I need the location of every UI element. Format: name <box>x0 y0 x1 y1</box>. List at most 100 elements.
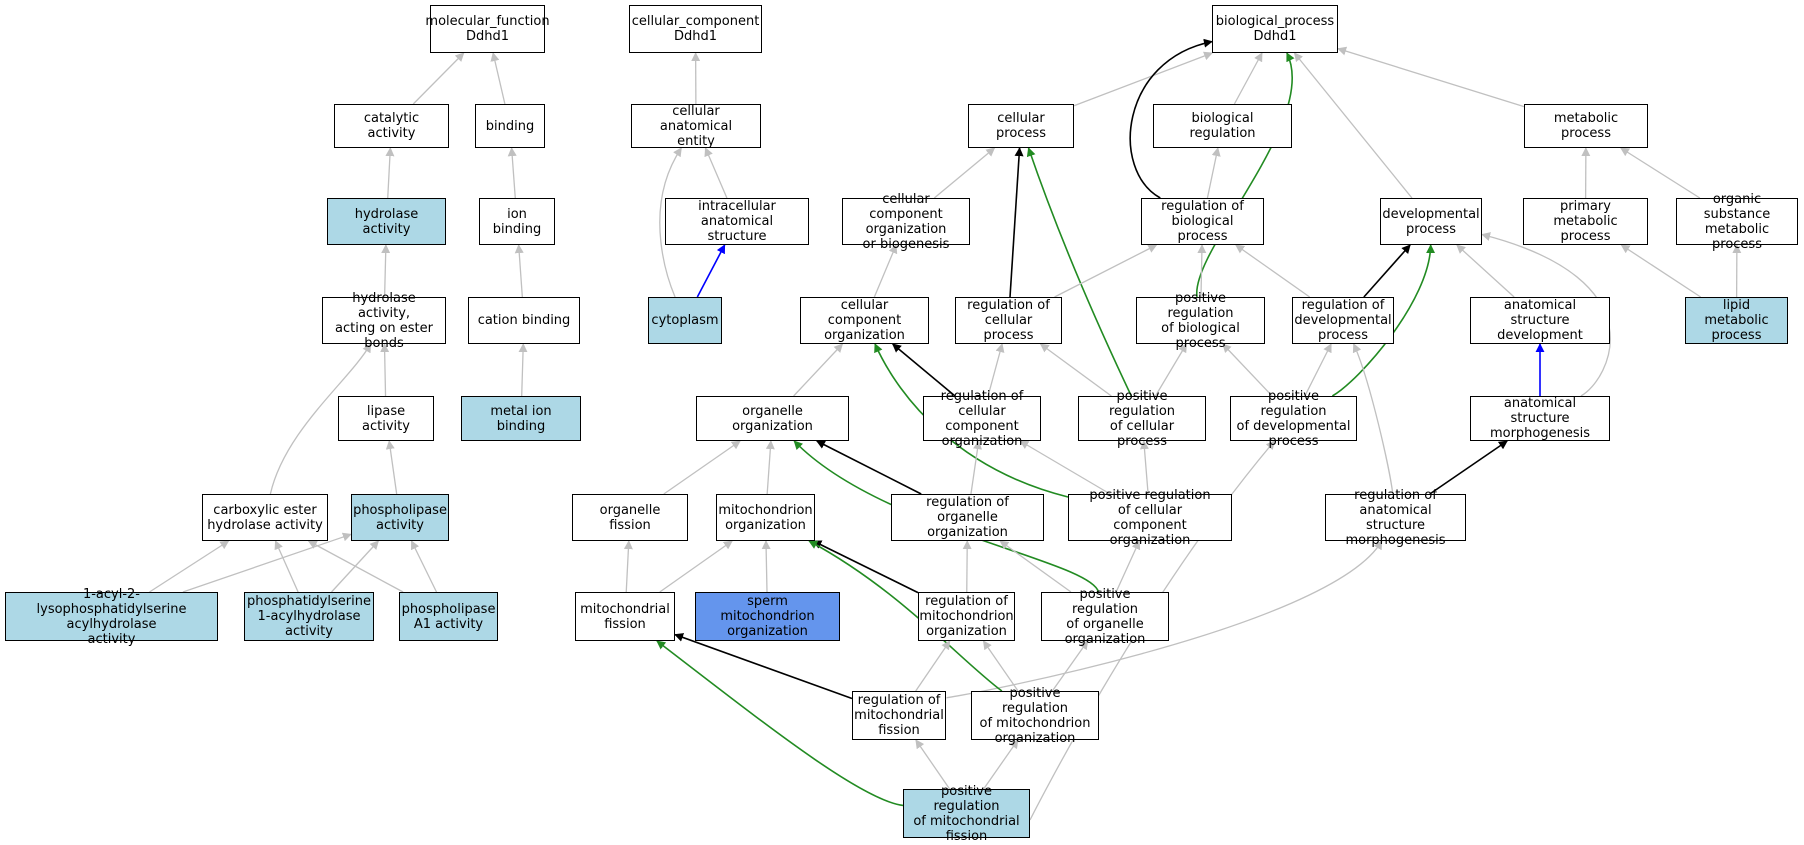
go-term-label: intracellular anatomical structure <box>698 199 776 244</box>
go-term-label: mitochondrion organization <box>718 502 813 533</box>
edge-regccorg-to-regcell <box>987 343 1005 397</box>
go-term-label: catalytic activity <box>363 111 420 141</box>
go-term-node-primmet[interactable]: primary metabolic process <box>1523 198 1648 245</box>
go-term-node-phospholipase[interactable]: phospholipase activity <box>351 494 449 541</box>
go-term-label: positive regulation of mitochondrion org… <box>979 685 1091 746</box>
go-term-node-regmitofis[interactable]: regulation of mitochondrial fission <box>852 691 946 740</box>
edge-posregccorg-to-regccorg <box>1019 440 1111 495</box>
go-term-label: positive regulation of developmental pro… <box>1236 388 1351 449</box>
edge-regasmorph-to-asmorph <box>1429 440 1508 495</box>
go-term-label: molecular_function Ddhd1 <box>425 14 550 44</box>
go-term-node-asdev[interactable]: anatomical structure development <box>1470 297 1610 344</box>
go-term-node-orgorg[interactable]: organelle organization <box>696 396 849 441</box>
go-term-node-catalytic[interactable]: catalytic activity <box>334 104 449 148</box>
go-term-node-ccob[interactable]: cellular component organization or bioge… <box>842 192 970 252</box>
go-term-label: positive regulation of cellular componen… <box>1089 487 1211 548</box>
go-term-node-regccorg[interactable]: regulation of cellular component organiz… <box>923 389 1041 449</box>
go-term-label: mitochondrial fission <box>580 601 670 632</box>
go-term-label: organelle fission <box>599 502 661 533</box>
go-term-node-bp[interactable]: biological_process Ddhd1 <box>1212 5 1338 53</box>
go-term-label: cellular component organization <box>824 298 905 343</box>
go-term-label: phospholipase activity <box>353 502 447 533</box>
go-term-node-mf[interactable]: molecular_function Ddhd1 <box>425 5 550 53</box>
go-term-label: cytoplasm <box>651 313 719 328</box>
edge-regorgorg-to-orgorg <box>816 440 922 495</box>
edge-posregcell-to-cellproc <box>1026 147 1133 397</box>
go-term-node-cationbind[interactable]: cation binding <box>468 297 580 344</box>
go-term-label: organelle organization <box>732 403 813 434</box>
go-term-node-mitofission[interactable]: mitochondrial fission <box>575 592 675 641</box>
go-term-node-cellproc[interactable]: cellular process <box>968 104 1074 148</box>
go-term-label: anatomical structure morphogenesis <box>1489 396 1591 441</box>
edge-hydroester-to-hydrolase <box>381 244 391 298</box>
go-term-label: organic substance metabolic process <box>1703 191 1771 252</box>
go-term-label: regulation of developmental process <box>1294 298 1392 343</box>
go-term-node-regorgorg[interactable]: regulation of organelle organization <box>891 494 1044 541</box>
edge-posregbio-to-regbio <box>1197 244 1207 298</box>
go-term-node-hydrolase[interactable]: hydrolase activity <box>327 198 446 245</box>
go-term-node-ionbind[interactable]: ion binding <box>479 198 555 245</box>
go-term-node-regdev[interactable]: regulation of developmental process <box>1292 297 1394 344</box>
go-term-node-mitoorg[interactable]: mitochondrion organization <box>716 494 815 541</box>
go-term-node-hydroester[interactable]: hydrolase activity, acting on ester bond… <box>322 291 446 351</box>
go-term-node-regbio[interactable]: regulation of biological process <box>1141 198 1264 245</box>
go-term-node-pla1[interactable]: phospholipase A1 activity <box>399 592 498 641</box>
go-term-node-binding[interactable]: binding <box>475 104 545 148</box>
go-term-node-regcell[interactable]: regulation of cellular process <box>955 297 1062 344</box>
go-term-node-posregcell[interactable]: positive regulation of cellular process <box>1078 389 1206 449</box>
go-term-node-intracell[interactable]: intracellular anatomical structure <box>665 198 809 245</box>
edge-posregorgorg-to-regorgorg <box>999 540 1072 593</box>
go-term-label: regulation of organelle organization <box>926 495 1009 540</box>
edge-ps1acyl-to-phospholipase <box>331 540 380 593</box>
edge-posregcell-to-posregbio <box>1154 343 1188 397</box>
go-term-node-metalion[interactable]: metal ion binding <box>461 396 581 441</box>
edge-regmitofis-to-regasmorph <box>945 540 1383 699</box>
go-term-node-lipase[interactable]: lipase activity <box>338 396 434 441</box>
go-term-label: primary metabolic process <box>1553 199 1618 244</box>
edge-posregbio-to-bp <box>1196 52 1295 298</box>
go-term-label: positive regulation of biological proces… <box>1161 290 1240 351</box>
edge-phospholipase-to-lipase <box>385 440 398 495</box>
go-term-node-lipidmet[interactable]: lipid metabolic process <box>1685 297 1788 344</box>
edge-catalytic-to-mf <box>412 52 465 105</box>
go-term-label: regulation of biological process <box>1161 199 1244 244</box>
go-term-node-orgfission[interactable]: organelle fission <box>572 494 688 541</box>
edge-posregmitoorg-to-regmitoorg <box>982 640 1019 692</box>
go-term-node-regmitoorg[interactable]: regulation of mitochondrion organization <box>918 592 1015 641</box>
edge-posregdev-to-regdev <box>1304 343 1332 397</box>
go-term-node-carbox[interactable]: carboxylic ester hydrolase activity <box>202 494 328 541</box>
go-term-node-metab[interactable]: metabolic process <box>1524 104 1648 148</box>
edge-acyl-to-carbox <box>149 540 230 593</box>
go-term-node-cytoplasm[interactable]: cytoplasm <box>648 297 722 344</box>
edge-regasmorph-to-regdev <box>1352 343 1394 495</box>
edge-acyl-to-phospholipase <box>182 532 352 593</box>
edge-intracell-to-cae <box>704 147 728 199</box>
go-term-label: positive regulation of cellular process <box>1108 388 1176 449</box>
edge-lipidmet-to-primmet <box>1620 244 1702 298</box>
edge-posregcell-to-regcell <box>1039 343 1112 397</box>
go-term-node-regasmorph[interactable]: regulation of anatomical structure morph… <box>1325 488 1466 548</box>
go-term-label: cellular process <box>996 111 1046 141</box>
go-term-node-posregorgorg[interactable]: positive regulation of organelle organiz… <box>1041 587 1169 647</box>
go-term-node-posregmitoorg[interactable]: positive regulation of mitochondrion org… <box>971 686 1099 746</box>
go-term-node-posregdev[interactable]: positive regulation of developmental pro… <box>1230 389 1357 449</box>
go-term-node-devproc[interactable]: developmental process <box>1380 198 1482 245</box>
go-term-node-posregbio[interactable]: positive regulation of biological proces… <box>1136 291 1265 351</box>
go-term-node-spermmito[interactable]: sperm mitochondrion organization <box>695 592 840 641</box>
go-term-node-asmorph[interactable]: anatomical structure morphogenesis <box>1470 396 1610 441</box>
go-term-node-cae[interactable]: cellular anatomical entity <box>631 104 761 149</box>
go-term-label: regulation of mitochondrial fission <box>854 693 944 738</box>
go-term-node-ps1acyl[interactable]: phosphatidylserine 1-acylhydrolase activ… <box>244 592 374 641</box>
go-term-node-cc[interactable]: cellular_component Ddhd1 <box>629 5 762 53</box>
edge-cytoplasm-to-cae <box>659 147 682 298</box>
go-term-node-bioreg[interactable]: biological regulation <box>1153 104 1292 148</box>
go-term-node-acyl[interactable]: 1-acyl-2-lysophosphatidylserine acylhydr… <box>5 587 218 647</box>
go-term-label: regulation of cellular component organiz… <box>940 388 1024 449</box>
go-term-label: carboxylic ester hydrolase activity <box>207 502 323 533</box>
go-term-node-posregmitofis[interactable]: positive regulation of mitochondrial fis… <box>903 784 1030 844</box>
edge-posregdev-to-posregbio <box>1222 343 1273 397</box>
go-term-node-ccorg[interactable]: cellular component organization <box>800 297 929 344</box>
go-term-node-orgsub[interactable]: organic substance metabolic process <box>1676 192 1798 252</box>
go-term-node-posregccorg[interactable]: positive regulation of cellular componen… <box>1068 488 1232 548</box>
go-term-label: lipase activity <box>362 403 410 434</box>
